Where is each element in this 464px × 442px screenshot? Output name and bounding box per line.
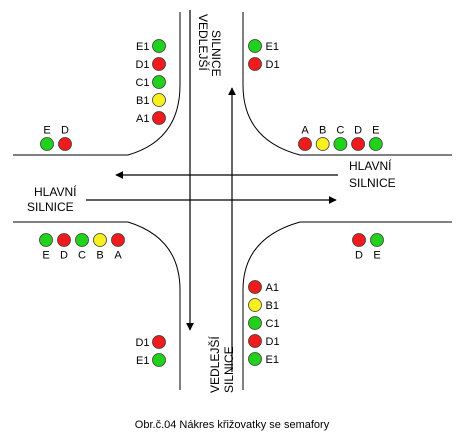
road-edges xyxy=(13,12,452,390)
road-edge-top-right xyxy=(242,12,452,156)
signal-label-e: E xyxy=(373,250,380,262)
signal-light-d-red xyxy=(351,137,366,151)
minor-road-label-bottom-line2: SILNICE xyxy=(222,346,236,393)
signal-label-c: C xyxy=(336,125,344,137)
signal-label-d: D xyxy=(61,125,69,137)
signal-light-e-green xyxy=(39,233,53,247)
signal-light-c1-green xyxy=(152,75,166,89)
signal-label-c1: C1 xyxy=(266,318,280,330)
road-edge-bottom-right xyxy=(242,221,452,390)
signal-light-e1-green xyxy=(248,352,262,366)
signal-light-c1-green xyxy=(248,316,262,330)
signal-label-b: B xyxy=(96,250,103,262)
signal-light-a1-red xyxy=(248,280,262,294)
signal-light-b-yellow xyxy=(93,233,107,247)
signal-light-b1-yellow xyxy=(152,93,166,107)
signal-light-d1-red xyxy=(152,335,166,349)
signal-label-d: D xyxy=(355,250,363,262)
signal-light-e-green xyxy=(370,233,384,247)
signal-label-e1: E1 xyxy=(136,41,149,53)
signal-label-b: B xyxy=(319,125,326,137)
signal-label-b1: B1 xyxy=(136,95,149,107)
signal-label-c1: C1 xyxy=(135,77,149,89)
signal-label-a: A xyxy=(301,125,309,137)
signal-label-e1: E1 xyxy=(266,41,279,53)
signal-light-a1-red xyxy=(152,111,166,125)
signal-label-a1: A1 xyxy=(266,282,279,294)
signal-label-a: A xyxy=(114,250,122,262)
signal-label-c: C xyxy=(78,250,86,262)
signal-light-d-red xyxy=(57,233,71,247)
minor-road-label-top-line1: VEDLEJŠÍ xyxy=(196,14,211,71)
signal-light-d1-red xyxy=(248,57,262,71)
major-road-label-left-line1: HLAVNÍ xyxy=(34,184,77,199)
signal-label-e1: E1 xyxy=(136,355,149,367)
major-road-label-left-line2: SILNICE xyxy=(27,200,74,214)
signal-light-d1-red xyxy=(152,57,166,71)
signal-label-d1: D1 xyxy=(266,59,280,71)
signal-label-b1: B1 xyxy=(266,300,279,312)
signal-light-e-green xyxy=(40,137,54,151)
major-road-label-right-line1: HLAVNÍ xyxy=(349,158,392,173)
road-labels: HLAVNÍ SILNICE HLAVNÍ SILNICE VEDLEJŠÍ S… xyxy=(27,14,396,393)
traffic-arrows xyxy=(86,10,338,372)
signal-label-e: E xyxy=(43,125,50,137)
minor-road-label-top-line2: SILNICE xyxy=(209,30,223,77)
signal-label-d: D xyxy=(354,125,362,137)
signal-label-d1: D1 xyxy=(135,59,149,71)
signal-light-d1-red xyxy=(248,334,262,348)
signal-light-e-green xyxy=(368,137,383,151)
signal-light-b-yellow xyxy=(315,137,330,151)
signal-light-a-red xyxy=(111,233,125,247)
signal-label-a1: A1 xyxy=(136,113,149,125)
signal-label-e: E xyxy=(372,125,379,137)
signal-label-e1: E1 xyxy=(266,354,279,366)
road-edge-top-left xyxy=(13,12,181,156)
signal-label-e: E xyxy=(42,250,49,262)
road-edge-bottom-left xyxy=(13,221,181,390)
signal-light-c-green xyxy=(75,233,89,247)
signal-light-e1-green xyxy=(248,39,262,53)
signal-light-c-green xyxy=(333,137,348,151)
signal-light-d-red xyxy=(352,233,366,247)
signal-light-e1-green xyxy=(152,39,166,53)
signal-light-a-red xyxy=(298,137,312,151)
signal-light-b1-yellow xyxy=(248,298,262,312)
major-road-label-right-line2: SILNICE xyxy=(349,176,396,190)
signal-label-d: D xyxy=(60,250,68,262)
signal-light-d-red xyxy=(58,137,72,151)
signal-label-d1: D1 xyxy=(266,336,280,348)
minor-road-label-bottom-line1: VEDLEJŠÍ xyxy=(207,336,222,393)
signal-label-d1: D1 xyxy=(135,337,149,349)
figure-caption: Obr.č.04 Nákres křižovatky se semafory xyxy=(135,419,330,431)
signal-light-e1-green xyxy=(152,353,166,367)
